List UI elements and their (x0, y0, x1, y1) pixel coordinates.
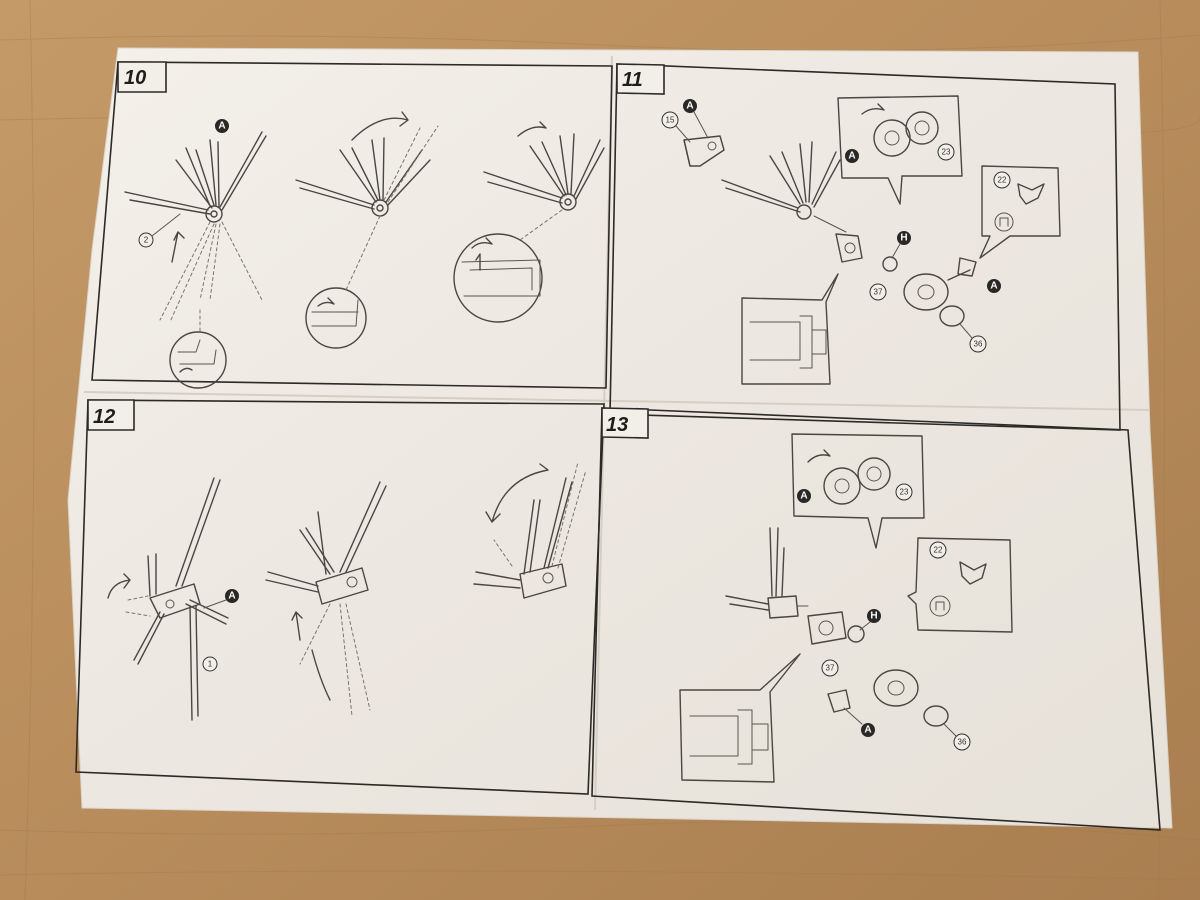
detail-circle-10a (169, 309, 227, 389)
callout-23-13: 23 (895, 483, 913, 501)
detail-circle-10b (305, 215, 381, 349)
callout-37-11: 37 (869, 283, 887, 301)
step-10-label: 10 (117, 61, 167, 93)
svg-text:A: A (228, 591, 235, 602)
washer-36-13: 36 (923, 705, 971, 751)
clip-inset-box-13 (907, 537, 1013, 633)
step-12-label: 12 (87, 399, 135, 431)
callout-A-10: A (215, 119, 229, 133)
callout-15: 15 (661, 111, 691, 143)
svg-text:A: A (800, 491, 807, 502)
svg-text:H: H (870, 611, 877, 622)
gear-inset-box-11 (837, 95, 963, 205)
step-11-label: 11 (616, 63, 665, 95)
callout-22-11: 22 (993, 171, 1011, 189)
svg-text:37: 37 (874, 288, 883, 297)
axle-part-13 (807, 611, 847, 645)
multitool-body-12c (473, 461, 587, 599)
multitool-body-12b (265, 481, 387, 717)
small-gear-H-11: H (882, 231, 911, 272)
svg-text:15: 15 (666, 116, 675, 125)
panel-11-illustration: 15 A A 23 (661, 95, 1061, 385)
multitool-fanned-2 (295, 111, 439, 217)
multitool-fanned-1 (124, 131, 267, 323)
callout-A-13b: A (843, 707, 875, 737)
large-gear-11 (903, 269, 971, 311)
svg-text:H: H (900, 233, 907, 244)
panel-13-illustration: A 23 22 H (679, 433, 1013, 783)
svg-text:12: 12 (93, 406, 115, 428)
step-13-label: 13 (601, 407, 649, 439)
svg-text:37: 37 (826, 664, 835, 673)
callout-23-11: 23 (937, 143, 955, 161)
svg-text:A: A (218, 121, 225, 132)
clip-part-11 (957, 257, 977, 277)
callout-37-13: 37 (821, 659, 839, 677)
svg-text:A: A (848, 151, 855, 162)
callout-22-13: 22 (929, 541, 947, 559)
shaft-detail-box-13 (679, 653, 801, 783)
callout-A-13a: A (797, 489, 811, 503)
gear-inset-box-13 (791, 433, 925, 549)
clip-inset-box-11 (979, 165, 1061, 259)
svg-text:10: 10 (124, 67, 146, 89)
multitool-body-12a (107, 477, 229, 721)
svg-text:22: 22 (998, 176, 1007, 185)
washer-36-11: 36 (939, 305, 987, 353)
bracket-part-15 (683, 135, 725, 167)
svg-text:2: 2 (144, 236, 149, 245)
svg-text:36: 36 (958, 738, 967, 747)
fold-crease-horizontal (83, 391, 1151, 411)
svg-text:23: 23 (942, 148, 951, 157)
svg-text:A: A (686, 101, 693, 112)
svg-text:1: 1 (208, 660, 213, 669)
svg-text:23: 23 (900, 488, 909, 497)
panel-frames (75, 61, 1161, 831)
clip-part-13 (827, 689, 851, 713)
callout-A-11c: A (987, 279, 1001, 293)
svg-text:22: 22 (934, 546, 943, 555)
callout-A-11a: A (683, 99, 709, 139)
large-gear-13 (873, 669, 919, 707)
svg-text:A: A (990, 281, 997, 292)
svg-text:A: A (864, 725, 871, 736)
axle-part-11 (835, 233, 863, 263)
shaft-detail-box-11 (741, 273, 839, 385)
callout-A-11b: A (845, 149, 859, 163)
multitool-fanned-3 (483, 121, 605, 211)
multitool-body-13 (725, 527, 809, 619)
small-gear-H-13: H (847, 609, 881, 643)
panel-12-illustration: A 1 (107, 461, 587, 721)
svg-text:36: 36 (974, 340, 983, 349)
panel-10-illustration: A 2 (124, 111, 605, 389)
detail-circle-10c (453, 209, 563, 323)
multitool-assembly-11 (721, 141, 847, 233)
callout-A-12: A (203, 589, 239, 609)
svg-text:11: 11 (622, 69, 643, 91)
callout-1: 1 (202, 656, 218, 672)
callout-2: 2 (138, 213, 181, 248)
svg-text:13: 13 (606, 414, 628, 436)
